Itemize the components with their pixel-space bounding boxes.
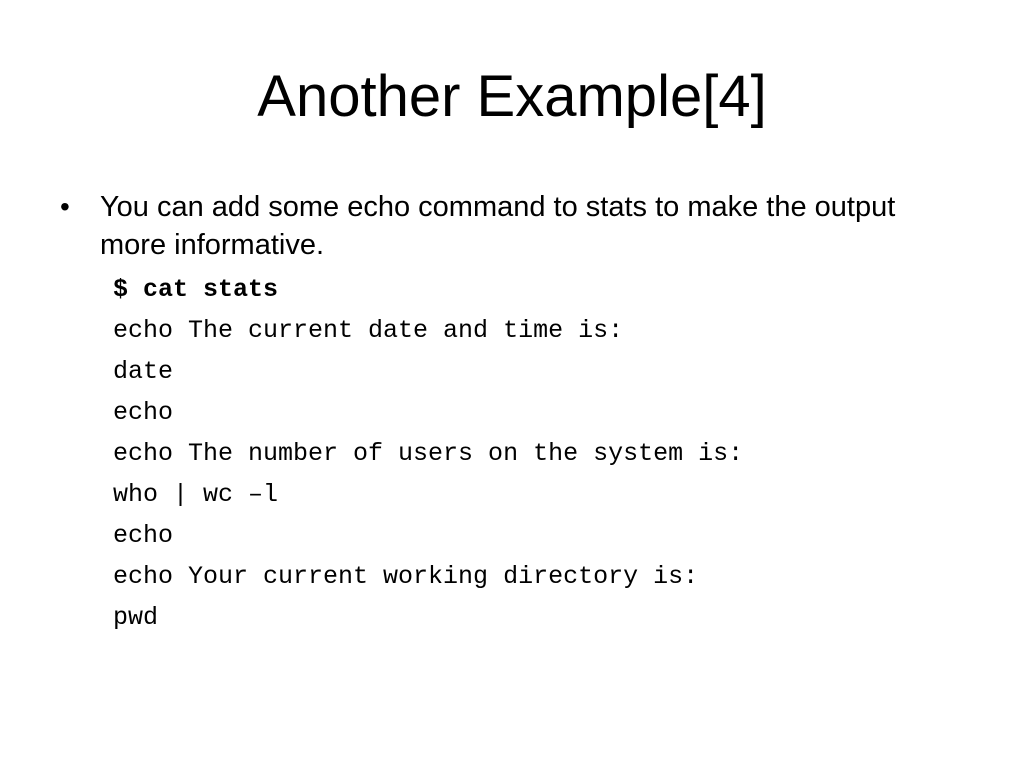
code-line: echo The number of users on the system i… (113, 439, 744, 468)
code-line: echo (113, 398, 174, 427)
code-line: echo (113, 521, 174, 550)
code-line-prompt: $ cat stats (113, 275, 279, 304)
bullet-item: • You can add some echo command to stats… (60, 188, 960, 264)
slide-title: Another Example[4] (257, 64, 767, 129)
code-line: date (113, 357, 174, 386)
code-line: who | wc –l (113, 480, 279, 509)
code-line: echo The current date and time is: (113, 316, 624, 345)
code-line: pwd (113, 603, 159, 632)
code-block: $ cat stats echo The current date and ti… (113, 269, 963, 638)
bullet-dot-icon: • (60, 191, 70, 222)
code-line: echo Your current working directory is: (113, 562, 699, 591)
bullet-text: You can add some echo command to stats t… (100, 191, 896, 261)
